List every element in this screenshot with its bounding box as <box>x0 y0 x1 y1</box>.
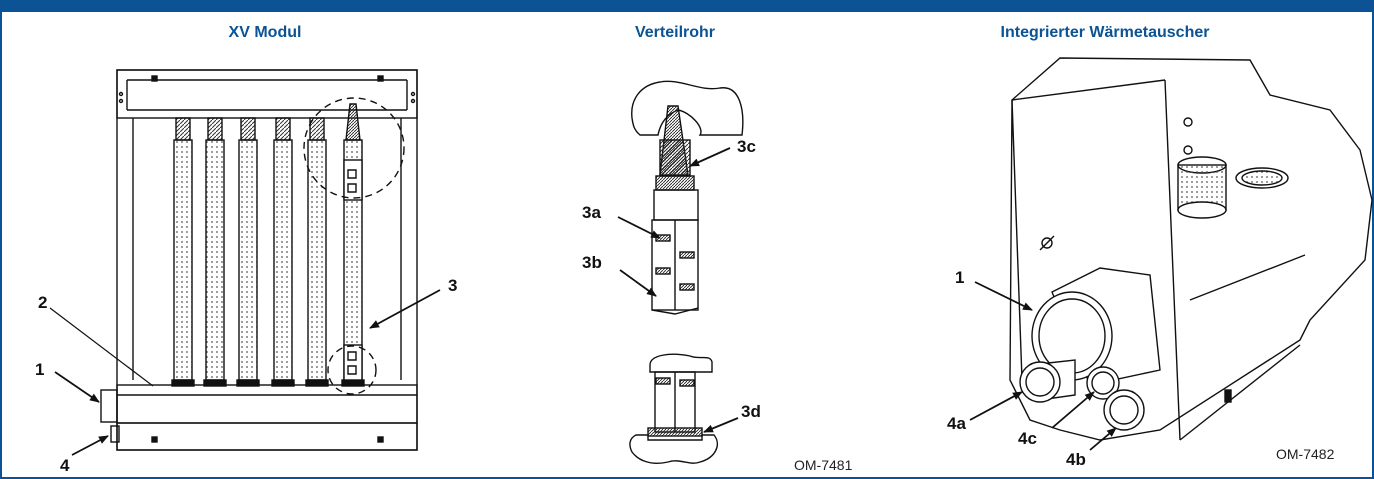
xv-top-bar <box>116 69 418 119</box>
waermetauscher-figure-code: OM-7482 <box>1276 446 1335 462</box>
figure-frame <box>0 12 1374 479</box>
verteilrohr-figure-code: OM-7481 <box>794 457 853 473</box>
waermetauscher-callout-4a: 4a <box>947 414 966 433</box>
panel-title-xv-modul: XV Modul <box>228 24 302 41</box>
verteilrohr-callout-3a: 3a <box>582 203 601 222</box>
xv-detail-circle-top <box>303 97 405 199</box>
verteilrohr-callout-3c: 3c <box>737 137 756 156</box>
waermetauscher-callout-4c: 4c <box>1018 429 1037 448</box>
waermetauscher-drawing <box>969 57 1373 451</box>
verteilrohr-drawing <box>617 80 744 464</box>
waermetauscher-callout-1: 1 <box>955 268 964 287</box>
verteilrohr-callout-3b: 3b <box>582 253 602 272</box>
xv-dispersion-tubes <box>171 103 365 387</box>
verteilrohr-upper-fitting <box>631 80 744 136</box>
panel-title-verteilrohr: Verteilrohr <box>634 24 716 41</box>
waermetauscher-top-port-2 <box>1235 167 1289 189</box>
verteilrohr-lower-tube <box>649 353 713 373</box>
xv-callout-3: 3 <box>448 276 457 295</box>
xv-callout-2: 2 <box>38 293 47 312</box>
xv-callout-4: 4 <box>60 456 70 475</box>
waermetauscher-housing <box>1009 57 1373 441</box>
xv-callout-1: 1 <box>35 360 44 379</box>
xv-manifold <box>116 384 418 424</box>
waermetauscher-callout-4b: 4b <box>1066 450 1086 469</box>
xv-frame <box>116 69 418 451</box>
xv-drain-connector <box>110 425 120 443</box>
panel-title-waermetauscher: Integrierter Wärmetauscher <box>1000 24 1210 41</box>
xv-detail-circle-bottom <box>327 345 377 395</box>
verteilrohr-callout-3d: 3d <box>741 402 761 421</box>
xv-modul-drawing <box>49 69 441 456</box>
xv-inlet-connector <box>100 389 118 423</box>
header-bar <box>0 0 1374 12</box>
verteilrohr-base <box>629 434 718 464</box>
